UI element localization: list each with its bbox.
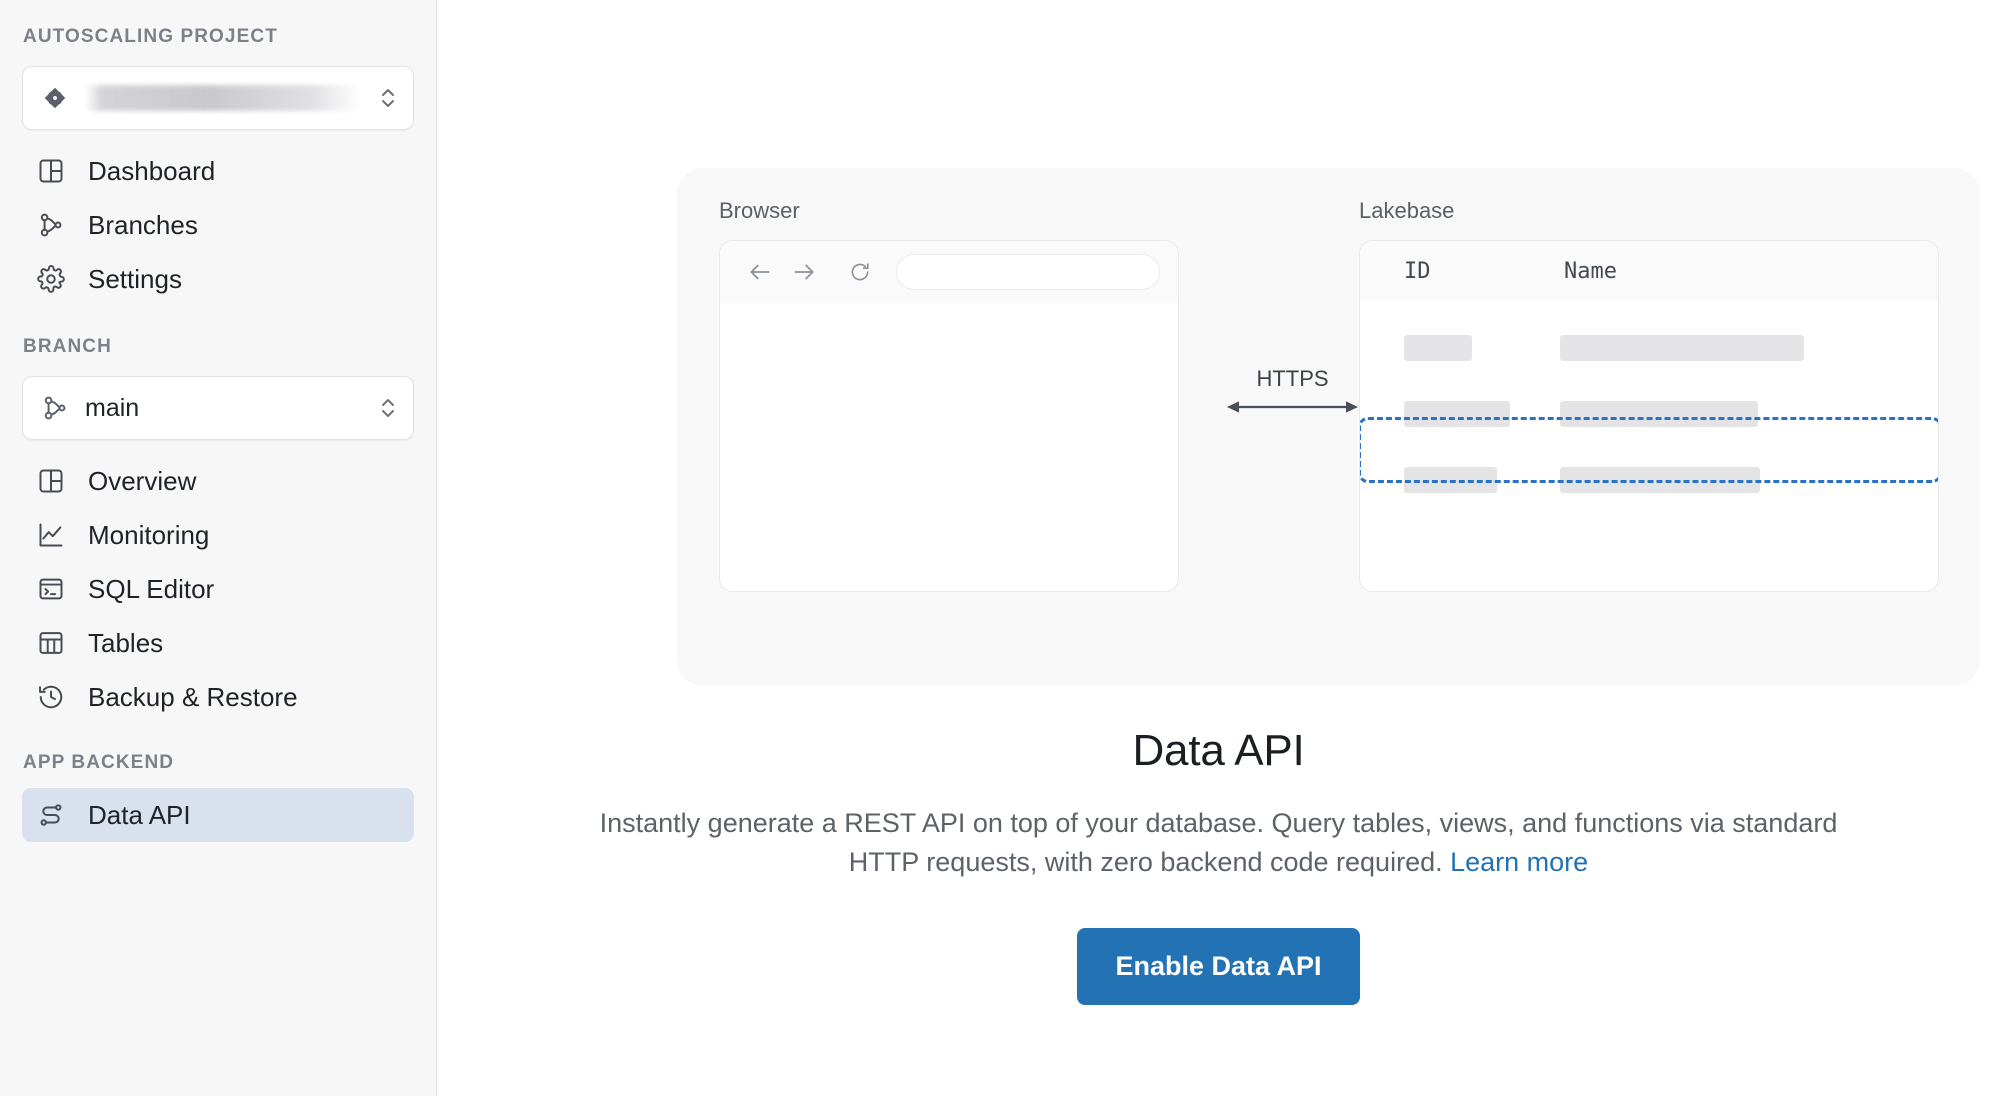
cta-container: Enable Data API	[437, 928, 2000, 1006]
enable-data-api-button[interactable]: Enable Data API	[1077, 928, 1360, 1006]
sidebar-item-label: Data API	[88, 799, 191, 830]
project-section-label: AUTOSCALING PROJECT	[23, 26, 278, 47]
table-header-row: ID Name	[1360, 241, 1938, 301]
cell-id-placeholder	[1404, 335, 1472, 361]
sidebar: AUTOSCALING PROJECT	[0, 0, 437, 1096]
sidebar-item-label: Settings	[88, 263, 182, 294]
page-title: Data API	[1132, 726, 1305, 775]
sidebar-item-overview[interactable]: Overview	[22, 454, 414, 508]
https-label: HTTPS	[1256, 366, 1329, 391]
page-description: Instantly generate a REST API on top of …	[589, 804, 1849, 882]
lakebase-panel-label: Lakebase	[1359, 198, 1455, 223]
cell-id-placeholder	[1404, 401, 1510, 427]
browser-mock	[719, 240, 1179, 592]
branch-name-value: main	[85, 393, 140, 422]
empty-state-copy: Data API Instantly generate a REST API o…	[437, 726, 2000, 1006]
branch-section-label: BRANCH	[23, 336, 112, 357]
cell-name-placeholder	[1560, 335, 1804, 361]
https-connector: HTTPS	[1225, 366, 1360, 423]
browser-panel-label: Browser	[719, 198, 800, 223]
sidebar-item-tables[interactable]: Tables	[22, 616, 414, 670]
description-text: Instantly generate a REST API on top of …	[599, 808, 1838, 878]
table-icon	[36, 628, 66, 658]
dashboard-grid-icon	[36, 466, 66, 496]
forward-arrow-icon[interactable]	[782, 252, 826, 292]
table-row	[1360, 381, 1938, 447]
column-header-id: ID	[1404, 258, 1431, 284]
dashboard-grid-icon	[36, 156, 66, 186]
terminal-icon	[36, 574, 66, 604]
cell-name-placeholder	[1560, 401, 1758, 427]
main-content: Browser Lakebase	[437, 0, 2000, 1096]
sidebar-item-monitoring[interactable]: Monitoring	[22, 508, 414, 562]
sidebar-item-label: Dashboard	[88, 155, 216, 186]
sidebar-item-label: Backup & Restore	[88, 681, 298, 712]
browser-viewport	[720, 303, 1178, 591]
project-nav: Dashboard Branches	[22, 144, 414, 306]
sidebar-item-label: Monitoring	[88, 519, 210, 550]
gear-icon	[36, 264, 66, 294]
illustration-card: Browser Lakebase	[677, 168, 1980, 686]
column-header-name: Name	[1564, 258, 1617, 284]
double-arrow-icon	[1227, 401, 1358, 413]
back-arrow-icon[interactable]	[738, 252, 782, 292]
app-backend-section-label: APP BACKEND	[23, 752, 175, 773]
project-diamond-icon	[41, 84, 69, 112]
sidebar-item-label: Tables	[88, 627, 164, 658]
sidebar-item-branches[interactable]: Branches	[22, 198, 414, 252]
sidebar-item-backup-restore[interactable]: Backup & Restore	[22, 670, 414, 724]
sidebar-item-data-api[interactable]: Data API	[22, 788, 414, 842]
learn-more-link[interactable]: Learn more	[1450, 847, 1589, 878]
project-selector[interactable]	[22, 66, 414, 130]
table-body	[1360, 301, 1938, 513]
sidebar-item-dashboard[interactable]: Dashboard	[22, 144, 414, 198]
history-clock-icon	[36, 682, 66, 712]
reload-icon[interactable]	[838, 252, 882, 292]
branch-selector[interactable]: main	[22, 376, 414, 440]
browser-url-bar[interactable]	[896, 254, 1160, 290]
browser-toolbar	[720, 241, 1178, 303]
lakebase-table-mock: ID Name	[1359, 240, 1939, 592]
branch-icon	[36, 210, 66, 240]
chevron-up-down-icon	[377, 391, 399, 425]
app-backend-nav: Data API	[22, 788, 414, 842]
highlighted-row-outline	[1360, 417, 1938, 483]
sidebar-item-settings[interactable]: Settings	[22, 252, 414, 306]
branch-icon	[41, 394, 69, 422]
sidebar-item-label: Overview	[88, 465, 197, 496]
table-row	[1360, 315, 1938, 381]
branch-nav: Overview Monitoring	[22, 454, 414, 724]
data-api-flow-icon	[36, 800, 66, 830]
chevron-up-down-icon	[377, 81, 399, 115]
sidebar-item-label: SQL Editor	[88, 573, 215, 604]
sidebar-item-label: Branches	[88, 209, 198, 240]
project-name-value	[85, 85, 361, 111]
sidebar-item-sql-editor[interactable]: SQL Editor	[22, 562, 414, 616]
line-chart-icon	[36, 520, 66, 550]
